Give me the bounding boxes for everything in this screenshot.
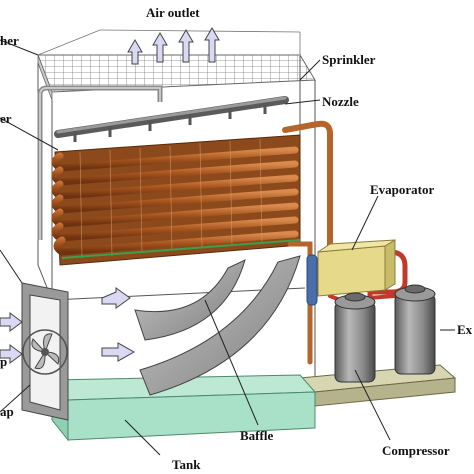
air-flow-arrow-icon — [152, 32, 168, 63]
air-flow-arrow-icon — [127, 39, 143, 65]
label-left-lower-partial: p — [0, 354, 7, 369]
fan-icon — [21, 282, 69, 421]
label-nozzle: Nozzle — [322, 94, 359, 109]
inlet-air-arrows — [0, 287, 136, 364]
leader-lines — [0, 39, 455, 456]
baffle-plates — [134, 255, 301, 396]
air-flow-arrow-icon — [178, 29, 194, 63]
air-flow-arrow-icon — [204, 27, 220, 63]
label-compressor: Compressor — [382, 443, 450, 458]
label-left-bottom-partial: ap — [0, 404, 14, 419]
sprinkler-bar — [54, 96, 289, 142]
label-tank: Tank — [172, 457, 201, 472]
compressor-icon — [394, 284, 436, 375]
label-evaporator: Evaporator — [370, 182, 435, 197]
air-flow-arrow-icon — [0, 344, 23, 364]
label-right-partial: Ex — [457, 322, 473, 337]
label-sprinkler: Sprinkler — [322, 52, 376, 67]
air-flow-arrow-icon — [101, 342, 136, 362]
label-air-outlet: Air outlet — [146, 5, 200, 20]
condenser-coil — [51, 134, 301, 266]
label-baffle: Baffle — [240, 428, 273, 443]
label-left-mid-partial: er — [0, 111, 12, 126]
compressor-icon — [334, 292, 376, 383]
air-flow-arrow-icon — [0, 312, 23, 332]
label-left-top-partial: her — [0, 33, 19, 48]
air-outlet-arrows — [127, 27, 220, 65]
evaporator-unit — [306, 239, 396, 306]
water-tank — [50, 374, 317, 442]
air-flow-arrow-icon — [101, 287, 131, 309]
water-supply-pipe — [37, 85, 163, 240]
